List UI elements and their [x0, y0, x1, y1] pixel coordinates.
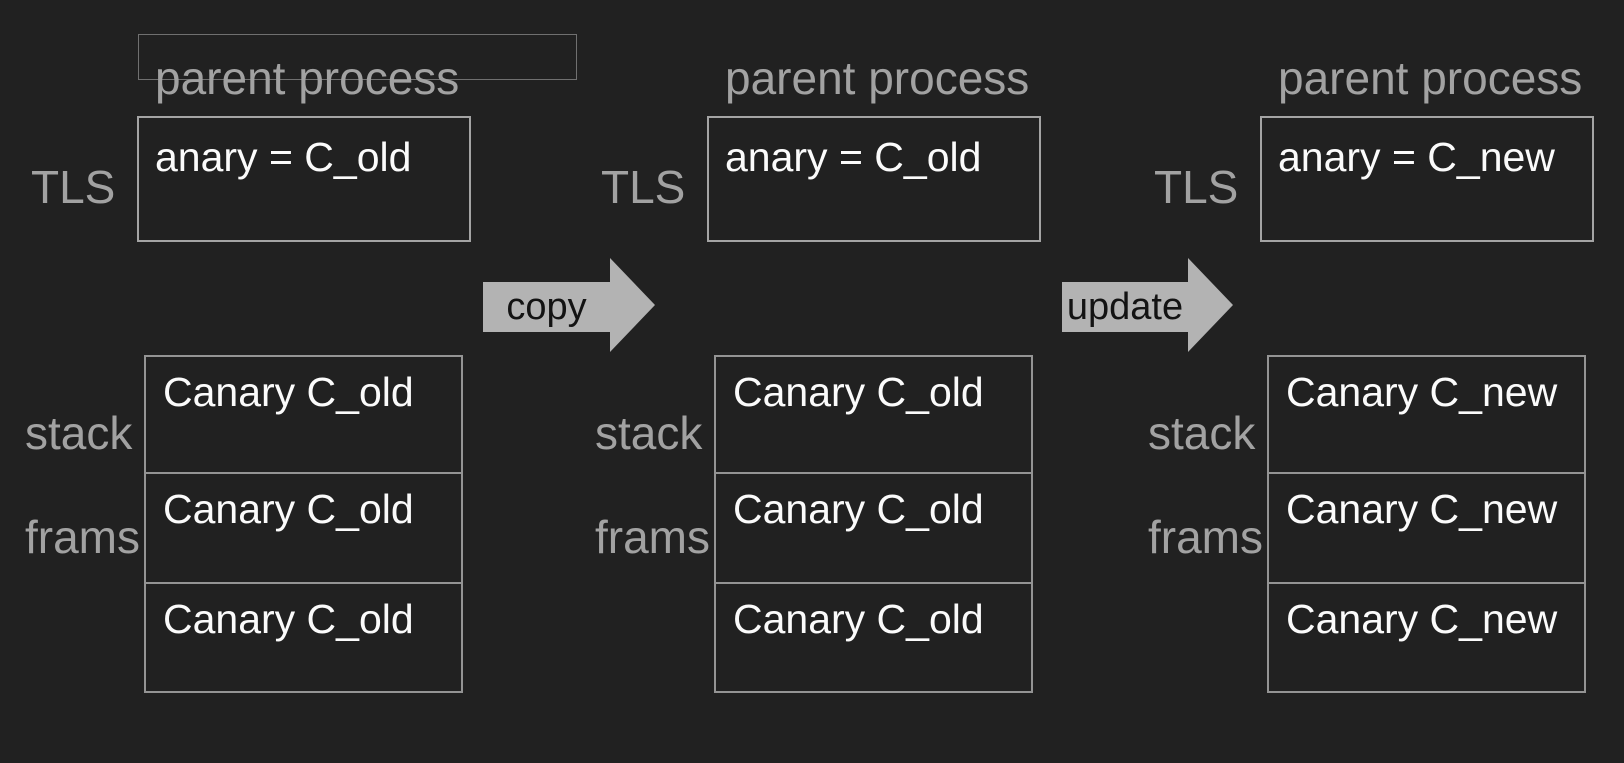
process-column-2: parent process anary = C_old TLS stack f… — [570, 0, 1170, 763]
stack-frame-row: Canary C_old — [733, 596, 984, 642]
process-column-3: parent process anary = C_new TLS stack f… — [1123, 0, 1624, 763]
update-arrow-label: update — [1066, 286, 1184, 328]
stack-frame-row: Canary C_old — [716, 474, 1031, 584]
right-arrowhead-icon — [1188, 258, 1233, 352]
label-tls: TLS — [31, 161, 116, 213]
column-header: parent process — [155, 52, 460, 104]
process-column-1: parent process anary = C_old TLS stack f… — [0, 0, 600, 763]
label-frams: frams — [1148, 511, 1263, 563]
tls-box: anary = C_old — [137, 116, 471, 242]
tls-canary-value: anary = C_old — [155, 134, 412, 180]
stack-frame-row: Canary C_new — [1269, 474, 1584, 584]
copy-arrow-body: copy — [483, 282, 610, 332]
label-stack: stack — [1148, 407, 1256, 459]
label-frams: frams — [25, 511, 140, 563]
stack-frame-row: Canary C_old — [146, 474, 461, 584]
label-tls: TLS — [601, 161, 686, 213]
label-tls: TLS — [1154, 161, 1239, 213]
stack-frames-box: Canary C_new Canary C_new Canary C_new — [1267, 355, 1586, 693]
label-stack: stack — [25, 407, 133, 459]
tls-box: anary = C_old — [707, 116, 1041, 242]
update-arrow-body: update — [1062, 282, 1188, 332]
tls-box: anary = C_new — [1260, 116, 1594, 242]
tls-canary-value: anary = C_old — [725, 134, 982, 180]
stack-frame-row: Canary C_old — [146, 357, 461, 474]
stack-frame-row: Canary C_new — [1269, 357, 1584, 474]
column-header: parent process — [725, 52, 1030, 104]
stack-frame-row: Canary C_old — [716, 357, 1031, 474]
label-frams: frams — [595, 511, 710, 563]
right-arrowhead-icon — [610, 258, 655, 352]
label-stack: stack — [595, 407, 703, 459]
stack-frames-box: Canary C_old Canary C_old Canary C_old — [714, 355, 1033, 693]
column-header: parent process — [1278, 52, 1583, 104]
stack-frames-box: Canary C_old Canary C_old Canary C_old — [144, 355, 463, 693]
copy-arrow-label: copy — [506, 286, 587, 328]
empty-outline-box — [138, 34, 577, 80]
stack-frame-row: Canary C_old — [163, 596, 414, 642]
tls-canary-value: anary = C_new — [1278, 134, 1555, 180]
stack-frame-row: Canary C_new — [1286, 596, 1558, 642]
